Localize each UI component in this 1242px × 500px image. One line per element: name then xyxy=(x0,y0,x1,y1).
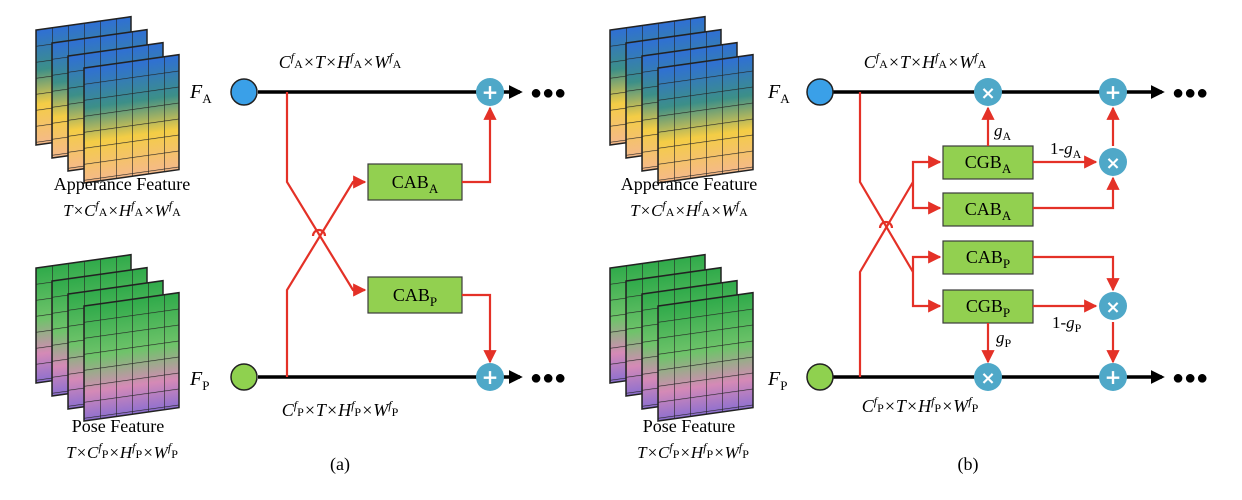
stream-a-label: FA xyxy=(189,81,212,106)
ellipsis-p: ●●● xyxy=(530,367,566,389)
cross-p-up xyxy=(858,181,914,377)
one-minus-gp-label: 1-gP xyxy=(1052,313,1082,335)
stream-a-node xyxy=(230,78,258,106)
cab-a-label: CABA xyxy=(392,172,439,196)
mul-a-symbol: × xyxy=(980,83,995,104)
add-op-a xyxy=(476,78,504,106)
add-a-symbol-b: + xyxy=(1105,80,1122,104)
stream-a-label-b: FA xyxy=(767,81,790,106)
cross-hop xyxy=(311,228,327,237)
cgb-a-label: CGBA xyxy=(965,152,1012,176)
panel-a: Apperance Feature T×CfA×HfA×WfA Pose Fea… xyxy=(35,15,566,475)
arrow-to-cab-p xyxy=(911,250,942,272)
caption-b: (b) xyxy=(958,454,979,475)
mul-side-a-symbol: × xyxy=(1105,153,1120,174)
ellipsis-p-b: ●●● xyxy=(1172,367,1208,389)
stream-a-dims: CfA×T×HfA×WfA xyxy=(279,50,402,72)
one-minus-ga-label: 1-gA xyxy=(1050,139,1082,161)
add-op-p xyxy=(476,363,504,391)
stream-a-dims-b: CfA×T×HfA×WfA xyxy=(864,50,987,72)
cab-a-block-b xyxy=(942,192,1034,227)
mul-op-stream-p xyxy=(974,363,1002,391)
cab-p-label-b: CABP xyxy=(966,247,1010,271)
arrow-cab-p-to-mul xyxy=(1033,255,1120,292)
pose-feature-title: Pose Feature xyxy=(72,416,164,436)
caption-a: (a) xyxy=(330,454,350,475)
pose-feature-stack xyxy=(35,253,180,422)
stream-p-node xyxy=(230,363,258,391)
cross-a-down xyxy=(858,92,914,273)
cab-p-label: CABP xyxy=(393,285,437,309)
add-a-symbol: + xyxy=(482,80,499,104)
pose-feature-dims: T×CfP×HfP×WfP xyxy=(66,440,178,462)
mul-p-symbol: × xyxy=(980,368,995,389)
gate-a-label: gA xyxy=(994,121,1012,143)
ellipsis-a: ●●● xyxy=(530,82,566,104)
ellipsis-a-b: ●●● xyxy=(1172,82,1208,104)
arrow-to-cgb-p xyxy=(911,272,942,313)
pose-feature-stack-b xyxy=(609,253,754,422)
arrow-to-cab-a xyxy=(911,182,942,215)
stream-p-label: FP xyxy=(189,368,209,393)
arrow-p-to-cab-a xyxy=(285,175,367,377)
gate-p-label: gP xyxy=(996,328,1012,350)
mul-op-stream-a xyxy=(974,78,1002,106)
pose-feature-title-b: Pose Feature xyxy=(643,416,735,436)
arrow-cab-a-to-add xyxy=(462,106,497,184)
arrow-cab-p-to-add xyxy=(462,293,497,364)
cab-a-label-b: CABA xyxy=(965,199,1012,223)
mul-op-side-a xyxy=(1099,148,1127,176)
stream-p-label-b: FP xyxy=(767,368,787,393)
mul-op-side-p xyxy=(1099,292,1127,320)
cab-p-block-b xyxy=(942,240,1034,275)
pose-feature-dims-b: T×CfP×HfP×WfP xyxy=(637,440,749,462)
appearance-feature-title-b: Apperance Feature xyxy=(621,174,757,194)
stream-p-dims: CfP×T×HfP×WfP xyxy=(282,398,399,420)
mul-side-p-symbol: × xyxy=(1105,297,1120,318)
add-p-symbol-b: + xyxy=(1105,365,1122,389)
cross-hop-b xyxy=(878,220,894,229)
add-p-symbol: + xyxy=(482,365,499,389)
arrow-cab-a-to-mul xyxy=(1033,176,1120,210)
stream-a-node-b xyxy=(806,78,834,106)
cgb-p-block xyxy=(942,289,1034,324)
stream-p-dims-b: CfP×T×HfP×WfP xyxy=(862,394,979,416)
add-op-stream-a xyxy=(1099,78,1127,106)
appearance-feature-dims: T×CfA×HfA×WfA xyxy=(63,198,181,220)
appearance-feature-dims-b: T×CfA×HfA×WfA xyxy=(630,198,748,220)
appearance-feature-stack xyxy=(35,15,180,184)
appearance-feature-stack-b xyxy=(609,15,754,184)
stream-p-node-b xyxy=(806,363,834,391)
add-op-stream-p xyxy=(1099,363,1127,391)
cgb-p-label: CGBP xyxy=(966,296,1010,320)
cab-a-block xyxy=(367,163,463,201)
appearance-feature-title: Apperance Feature xyxy=(54,174,190,194)
panel-b: Apperance Feature T×CfA×HfA×WfA Pose Fea… xyxy=(609,15,1208,475)
arrow-a-to-cab-p xyxy=(285,92,367,297)
arrow-to-cgb-a xyxy=(911,155,942,182)
